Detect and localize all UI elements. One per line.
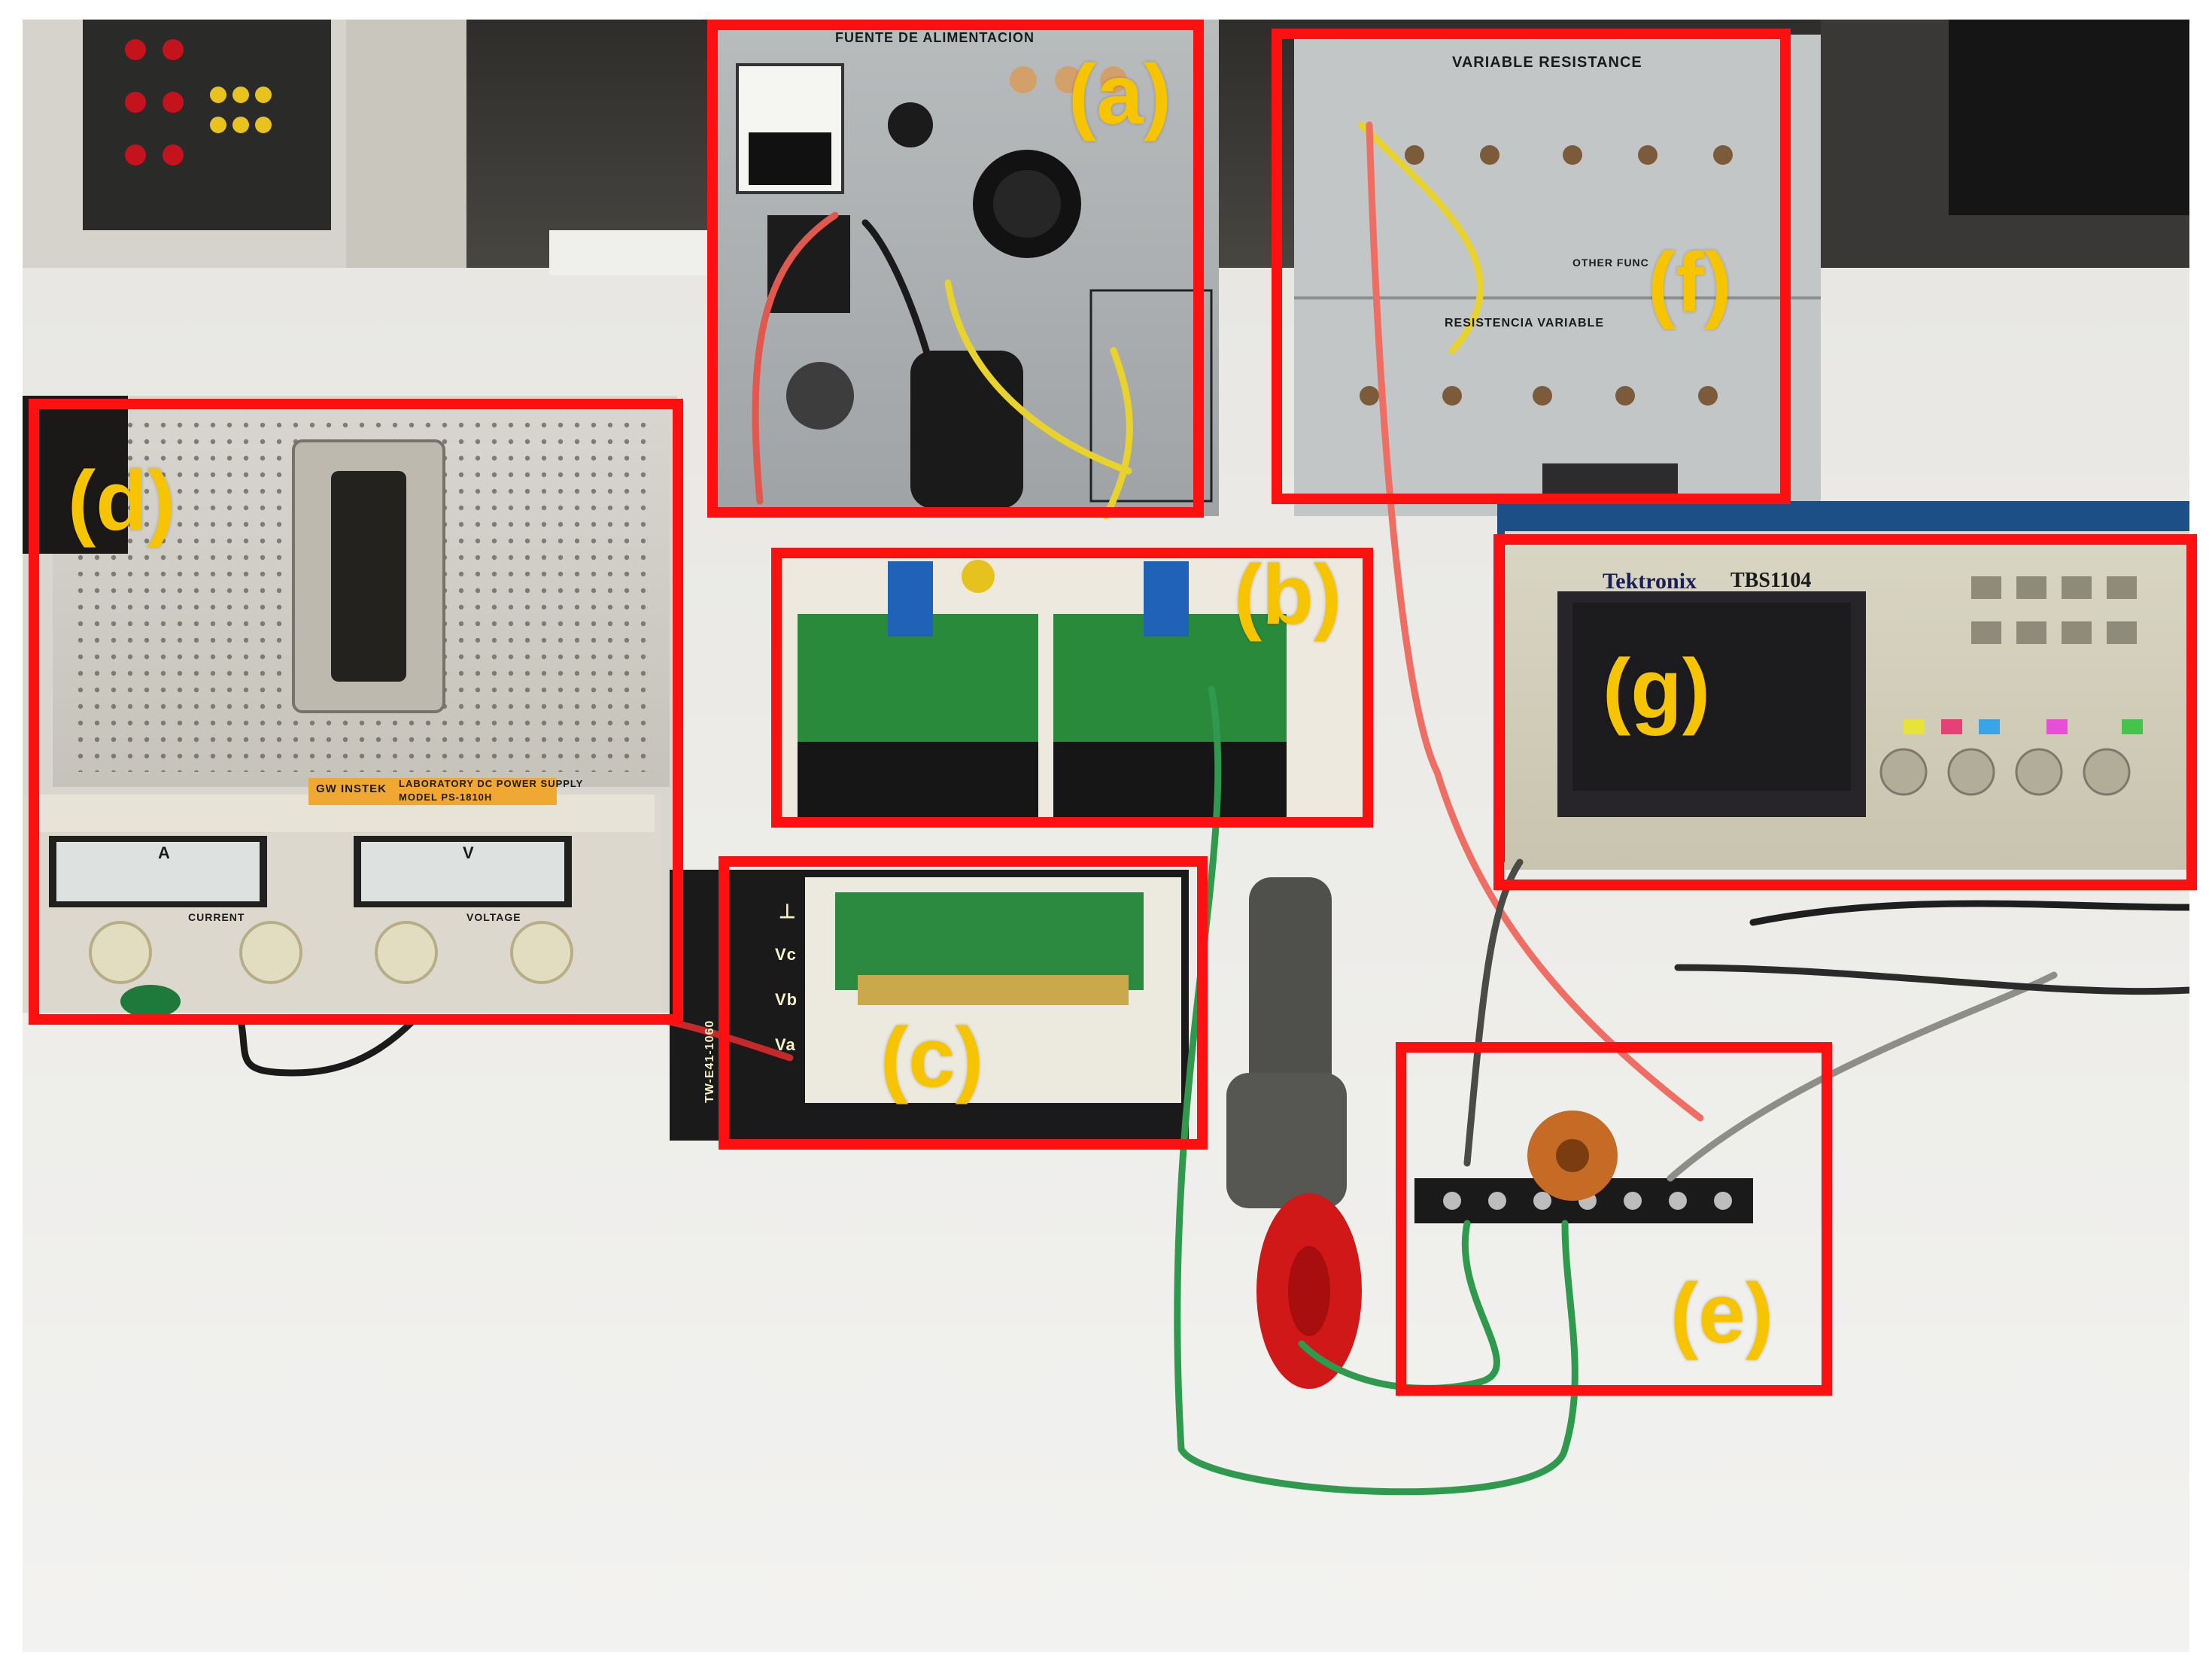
resistance-panel-subtitle: RESISTENCIA VARIABLE <box>1445 317 1605 330</box>
label-b: (b) <box>1234 548 1342 642</box>
psu-d-voltage-label: VOLTAGE <box>466 911 521 923</box>
box-a <box>707 20 1204 518</box>
psu-a-panel <box>707 20 1219 516</box>
oscilloscope <box>1497 501 2189 870</box>
psu-d-brand: GW INSTEK <box>316 782 387 795</box>
breadboard <box>670 870 1189 1141</box>
psu-d-meter-v: V <box>463 843 475 862</box>
psu-d-title: LABORATORY DC POWER SUPPLY <box>399 778 584 789</box>
label-f: (f) <box>1648 235 1732 330</box>
scope-brand: Tektronix <box>1603 569 1697 594</box>
breadboard-brand: TW-E41-1060 <box>703 1019 716 1103</box>
equipment-illustration <box>23 20 2189 1496</box>
current-clamp <box>1226 877 1362 1389</box>
lab-setup-photo: FUENTE DE ALIMENTACION VARIABLE RESISTAN… <box>23 20 2189 1652</box>
psu-a-title: FUENTE DE ALIMENTACION <box>835 30 1035 45</box>
breadboard-gnd: ⊥ <box>779 900 797 922</box>
psu-d-model: MODEL PS-1810H <box>399 791 493 803</box>
box-d <box>29 399 683 1025</box>
psu-d-current-label: CURRENT <box>188 911 245 923</box>
psu-d-meter-a: A <box>158 843 171 862</box>
terminal-block <box>1414 1110 1753 1223</box>
label-d: (d) <box>68 454 176 548</box>
label-c: (c) <box>880 1010 983 1104</box>
breadboard-vc: Vc <box>775 945 797 964</box>
box-b <box>771 548 1373 828</box>
left-background-panel <box>23 20 760 275</box>
scope-model: TBS1104 <box>1730 569 1812 592</box>
inverter-boards <box>782 546 1377 825</box>
label-a: (a) <box>1068 47 1171 141</box>
label-e: (e) <box>1670 1266 1773 1360</box>
label-g: (g) <box>1603 642 1711 736</box>
box-f <box>1272 29 1791 504</box>
breadboard-vb: Vb <box>775 990 798 1009</box>
box-c <box>719 856 1208 1150</box>
resistance-panel-other: OTHER FUNC <box>1572 257 1649 269</box>
box-g <box>1493 534 2197 890</box>
breadboard-va: Va <box>775 1035 796 1054</box>
resistance-panel-title: VARIABLE RESISTANCE <box>1452 54 1642 71</box>
box-e <box>1396 1042 1832 1396</box>
dc-power-supply <box>23 396 677 1018</box>
